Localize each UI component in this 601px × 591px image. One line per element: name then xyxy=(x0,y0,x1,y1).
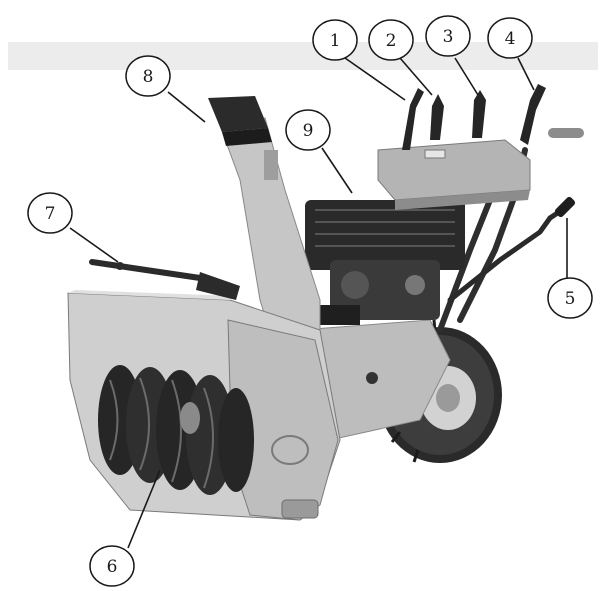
auger xyxy=(98,365,254,495)
leader-6 xyxy=(127,469,161,549)
svg-text:3: 3 xyxy=(443,27,454,47)
callouts: 1 2 3 4 5 6 7 8 xyxy=(27,15,593,587)
callout-9: 9 xyxy=(285,109,331,151)
callout-6: 6 xyxy=(89,545,135,587)
leader-7 xyxy=(69,227,119,263)
svg-text:5: 5 xyxy=(565,289,576,309)
callout-2: 2 xyxy=(368,19,414,61)
lever-1 xyxy=(402,88,424,150)
leader-1 xyxy=(344,57,406,101)
control-panel xyxy=(377,139,531,210)
svg-text:2: 2 xyxy=(386,31,397,51)
callout-4: 4 xyxy=(487,17,533,59)
snow-blower-illustration xyxy=(67,84,584,521)
crank-handle xyxy=(554,196,576,218)
engine xyxy=(305,200,465,325)
leader-lines xyxy=(69,57,568,549)
discharge-chute xyxy=(208,96,321,333)
lever-4 xyxy=(520,84,546,145)
axle-hub xyxy=(366,372,378,384)
control-levers xyxy=(402,84,584,150)
svg-text:8: 8 xyxy=(143,67,154,87)
lever-2 xyxy=(430,94,444,140)
right-grip xyxy=(548,128,584,138)
clean-out-tool xyxy=(89,259,240,300)
callout-8: 8 xyxy=(125,55,171,97)
svg-text:7: 7 xyxy=(45,204,56,224)
callout-3: 3 xyxy=(425,15,471,57)
svg-text:6: 6 xyxy=(107,557,118,577)
leader-4 xyxy=(517,57,535,91)
leader-2 xyxy=(399,57,433,96)
leader-3 xyxy=(454,57,479,96)
lever-3 xyxy=(472,90,486,138)
callout-7: 7 xyxy=(27,192,73,234)
svg-text:9: 9 xyxy=(303,121,314,141)
leader-9 xyxy=(321,147,353,194)
callout-1: 1 xyxy=(312,19,358,61)
leader-8 xyxy=(167,91,206,123)
svg-text:4: 4 xyxy=(505,29,516,49)
svg-text:1: 1 xyxy=(330,31,341,51)
callout-5: 5 xyxy=(547,277,593,319)
